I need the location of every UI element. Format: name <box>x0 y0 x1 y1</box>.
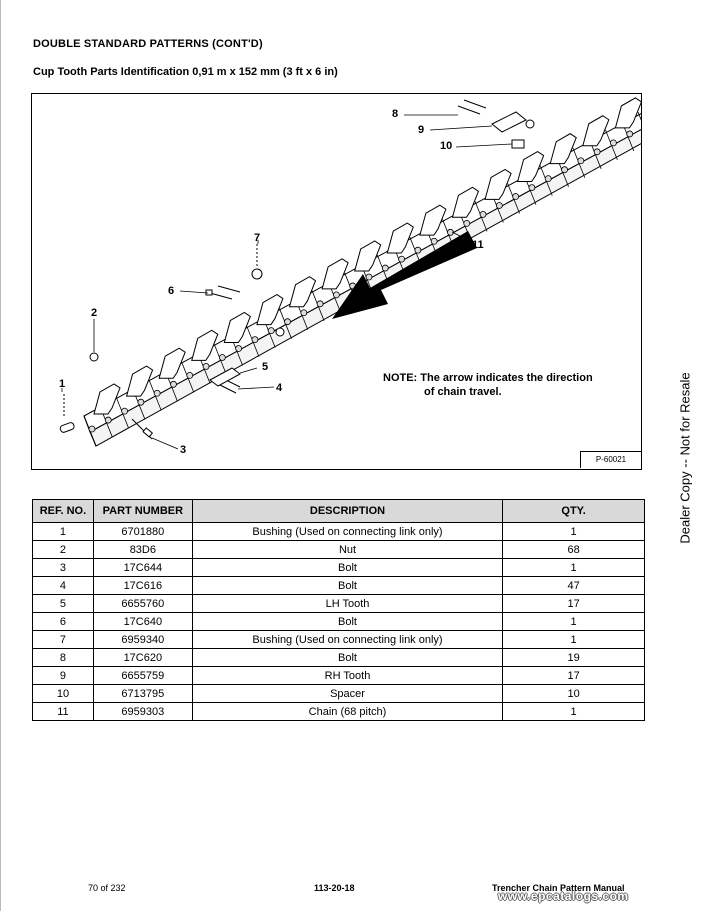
callout-1: 1 <box>59 378 66 390</box>
cell-ref-no: 7 <box>32 630 94 649</box>
cell-qty: 17 <box>502 666 645 685</box>
column-header-part-number: PART NUMBER <box>92 499 193 523</box>
column-header-ref-no: REF. NO. <box>32 499 94 523</box>
cell-qty: 1 <box>502 558 645 577</box>
cell-ref-no: 11 <box>32 702 94 721</box>
callout-4: 4 <box>276 382 283 394</box>
cell-qty: 1 <box>502 612 645 631</box>
note-line-1: The arrow indicates the direction <box>420 372 593 384</box>
cell-description: Bushing (Used on connecting link only) <box>191 630 504 649</box>
cell-description: Bolt <box>191 648 504 667</box>
cell-part-number: 6713795 <box>92 684 193 703</box>
cell-qty: 10 <box>502 684 645 703</box>
cell-ref-no: 8 <box>32 648 94 667</box>
column-header-description: DESCRIPTION <box>191 499 504 523</box>
cell-ref-no: 9 <box>32 666 94 685</box>
cell-description: Nut <box>191 540 504 559</box>
cell-part-number: 17C616 <box>92 576 193 595</box>
cell-description: Spacer <box>191 684 504 703</box>
parts-illustration: 8 9 10 11 7 6 2 1 5 4 3 NOTE: The arrow … <box>31 93 642 470</box>
cell-qty: 68 <box>502 540 645 559</box>
dealer-copy-notice: Dealer Copy -- Not for Resale <box>677 372 693 544</box>
callout-11: 11 <box>472 239 484 251</box>
cell-description: Bolt <box>191 612 504 631</box>
note-line-2: of chain travel. <box>424 386 502 398</box>
column-header-qty: QTY. <box>502 499 645 523</box>
cell-description: RH Tooth <box>191 666 504 685</box>
cell-part-number: 17C640 <box>92 612 193 631</box>
cell-qty: 17 <box>502 594 645 613</box>
cell-ref-no: 3 <box>32 558 94 577</box>
callout-3: 3 <box>180 444 187 456</box>
cell-description: LH Tooth <box>191 594 504 613</box>
page-heading: DOUBLE STANDARD PATTERNS (CONT'D) <box>33 38 263 50</box>
chain-travel-note: NOTE: The arrow indicates the direction … <box>383 371 593 399</box>
cell-part-number: 6959340 <box>92 630 193 649</box>
cell-description: Bolt <box>191 576 504 595</box>
callout-8: 8 <box>392 108 399 120</box>
callout-2: 2 <box>91 307 98 319</box>
table-header-row: REF. NO. PART NUMBER DESCRIPTION QTY. <box>32 499 645 523</box>
cell-part-number: 6655760 <box>92 594 193 613</box>
footer-manual-title: Trencher Chain Pattern Manual <box>492 883 625 893</box>
chain-pins <box>88 130 634 433</box>
page-edge <box>0 0 1 911</box>
cup-teeth <box>93 97 641 415</box>
exploded-parts <box>59 99 535 440</box>
cell-ref-no: 1 <box>32 522 94 541</box>
cell-part-number: 83D6 <box>92 540 193 559</box>
cell-ref-no: 2 <box>32 540 94 559</box>
figure-subheading: Cup Tooth Parts Identification 0,91 m x … <box>33 66 338 78</box>
cell-ref-no: 5 <box>32 594 94 613</box>
cell-description: Bolt <box>191 558 504 577</box>
cell-qty: 47 <box>502 576 645 595</box>
cell-part-number: 17C644 <box>92 558 193 577</box>
cell-part-number: 6959303 <box>92 702 193 721</box>
cell-part-number: 6655759 <box>92 666 193 685</box>
cell-description: Bushing (Used on connecting link only) <box>191 522 504 541</box>
footer-page-number: 70 of 232 <box>88 883 126 893</box>
note-label: NOTE: <box>383 372 418 384</box>
cell-qty: 1 <box>502 702 645 721</box>
callout-10: 10 <box>440 140 453 152</box>
cell-part-number: 6701880 <box>92 522 193 541</box>
chain-drawing <box>59 97 641 450</box>
cell-description: Chain (68 pitch) <box>191 702 504 721</box>
callout-6: 6 <box>168 285 175 297</box>
callout-7: 7 <box>254 232 261 244</box>
callout-5: 5 <box>262 361 269 373</box>
footer-section-code: 113-20-18 <box>314 883 355 893</box>
watermark: www.epcatalogs.com <box>498 889 629 903</box>
callout-9: 9 <box>418 124 425 136</box>
figure-id: P-60021 <box>580 451 641 468</box>
cell-part-number: 17C620 <box>92 648 193 667</box>
cell-qty: 19 <box>502 648 645 667</box>
cell-qty: 1 <box>502 522 645 541</box>
cell-qty: 1 <box>502 630 645 649</box>
direction-arrow <box>332 231 477 319</box>
cell-ref-no: 10 <box>32 684 94 703</box>
cell-ref-no: 6 <box>32 612 94 631</box>
cell-ref-no: 4 <box>32 576 94 595</box>
